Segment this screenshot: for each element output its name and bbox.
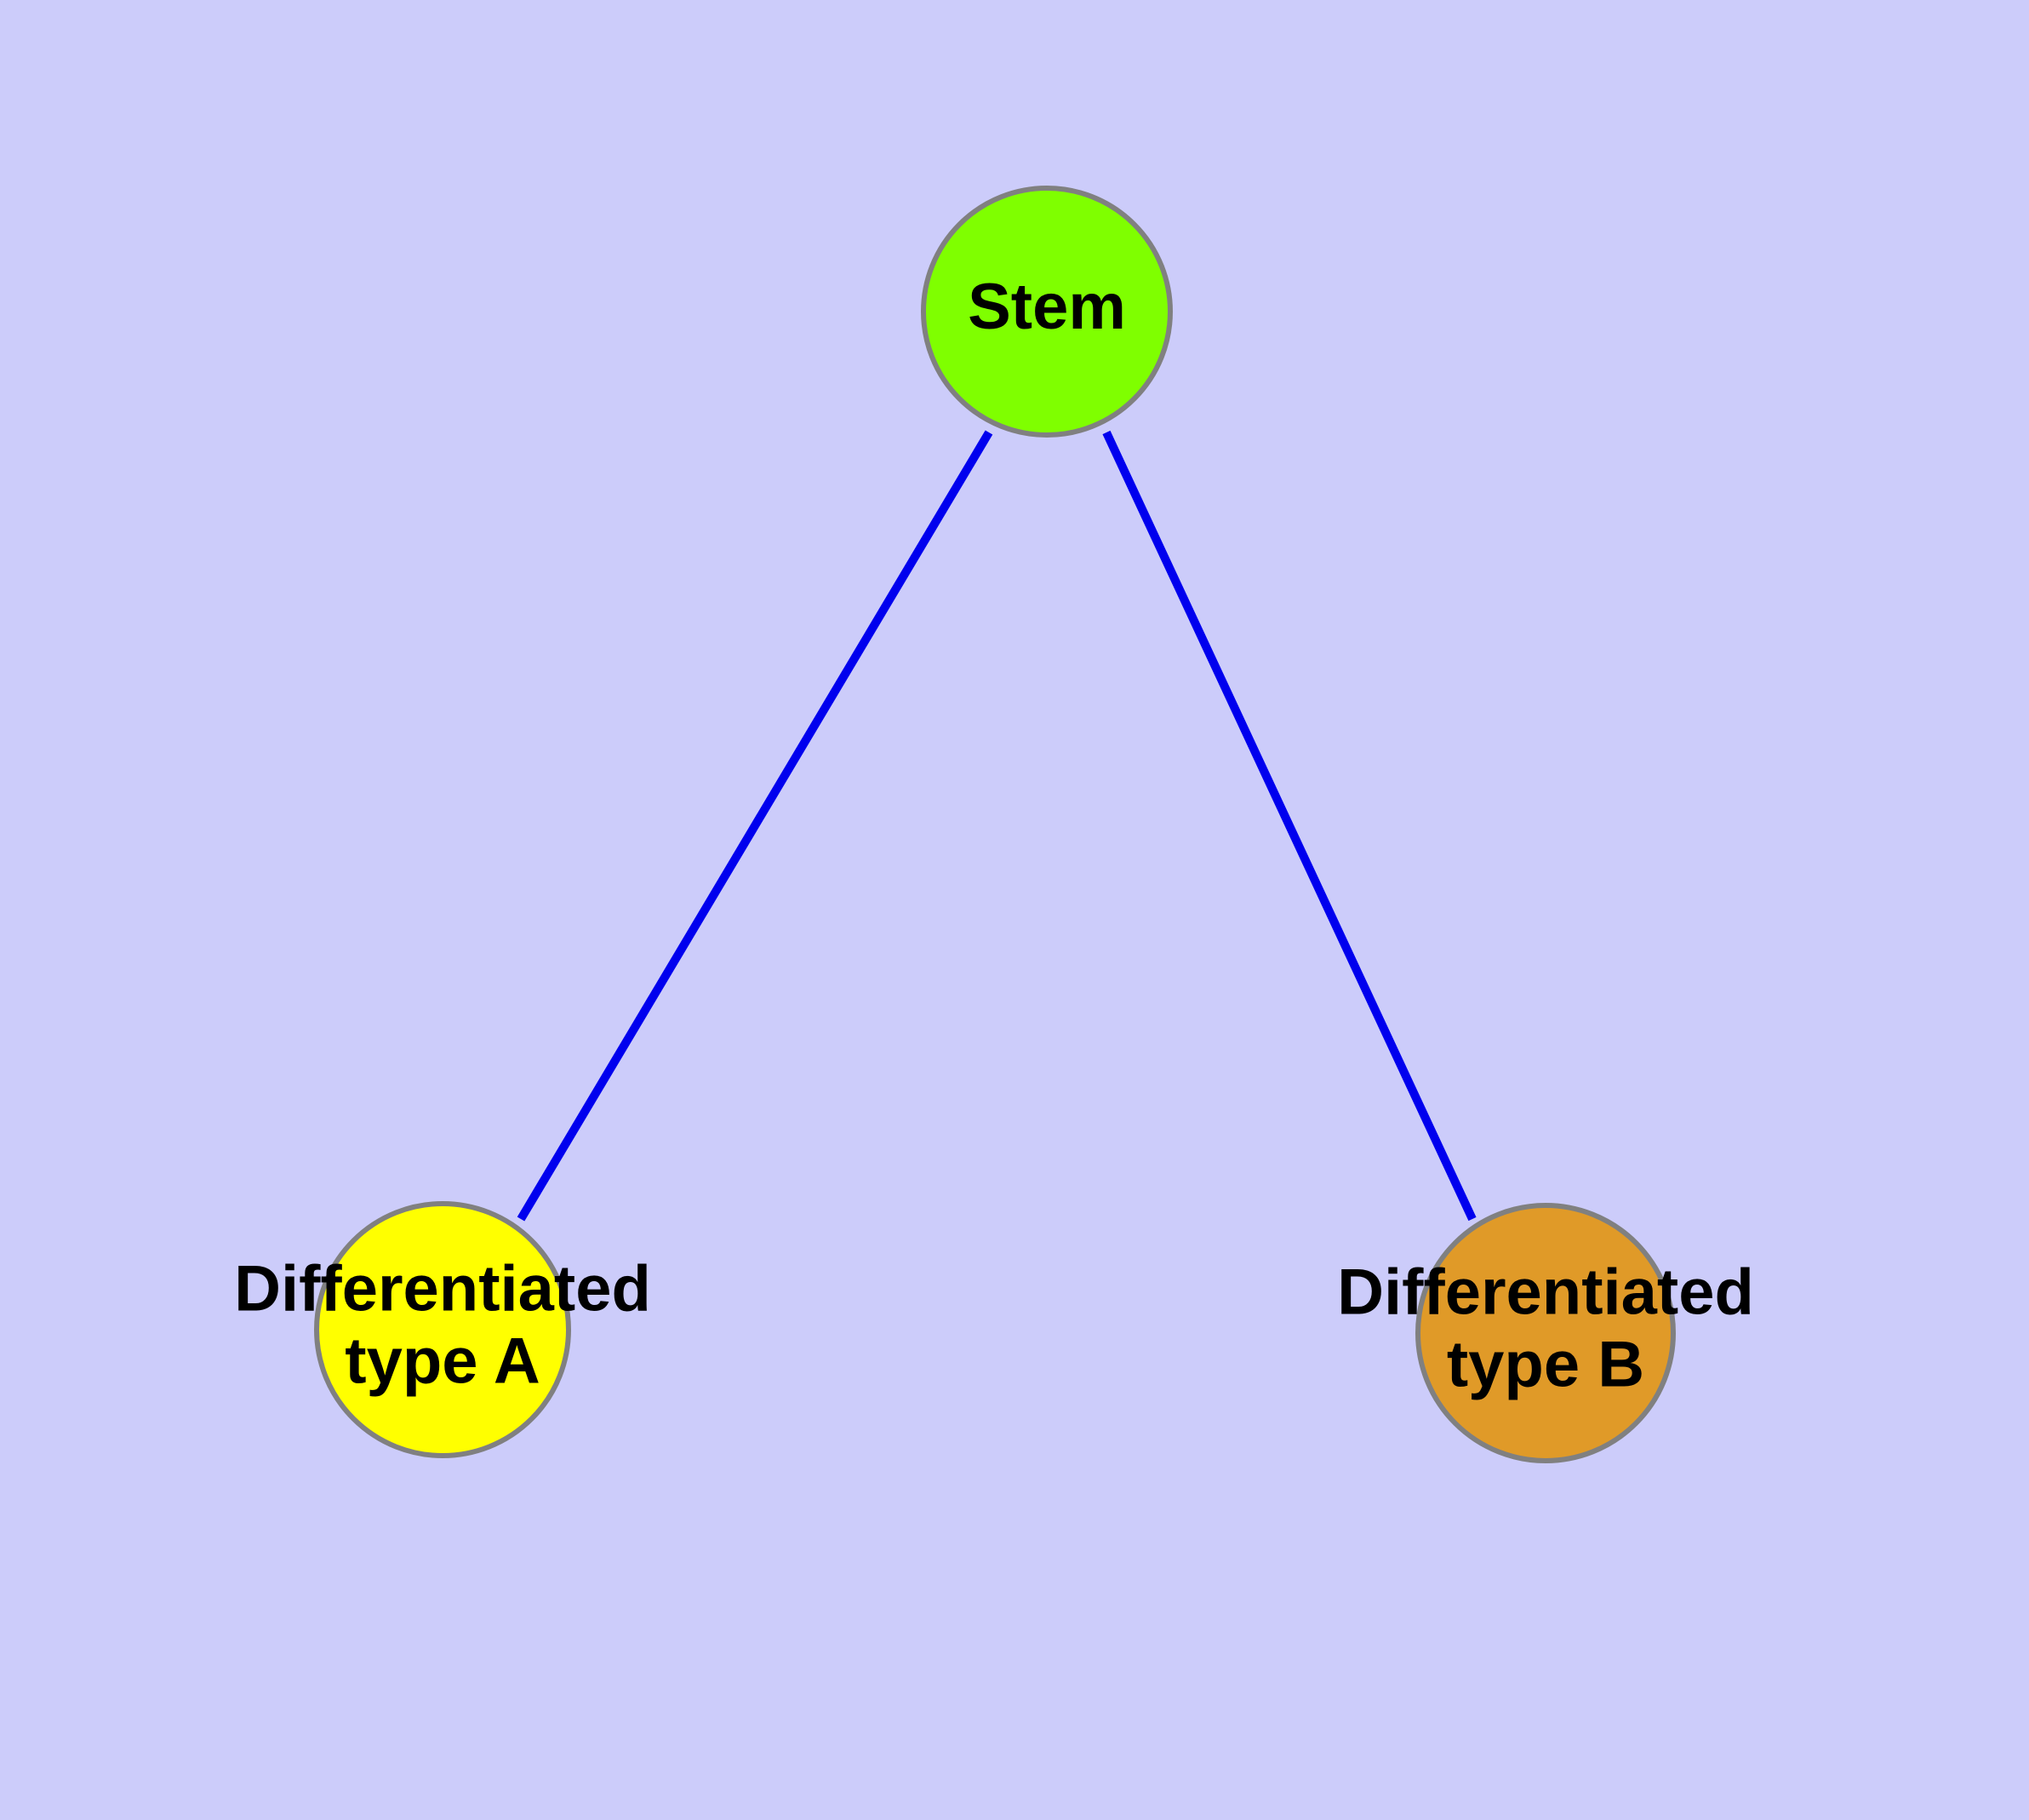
node-differentiated-type-b-circle[interactable] xyxy=(1415,1203,1676,1463)
node-layer xyxy=(314,186,1676,1463)
edge-stem-to-differentiated-type-b[interactable] xyxy=(1102,430,1477,1222)
node-differentiated-type-a-circle[interactable] xyxy=(314,1201,571,1458)
node-stem-circle[interactable] xyxy=(921,186,1173,438)
node-stem-label: Stem xyxy=(968,271,1126,343)
edge-layer xyxy=(517,430,1477,1222)
edge-stem-to-differentiated-type-a[interactable] xyxy=(517,430,993,1222)
